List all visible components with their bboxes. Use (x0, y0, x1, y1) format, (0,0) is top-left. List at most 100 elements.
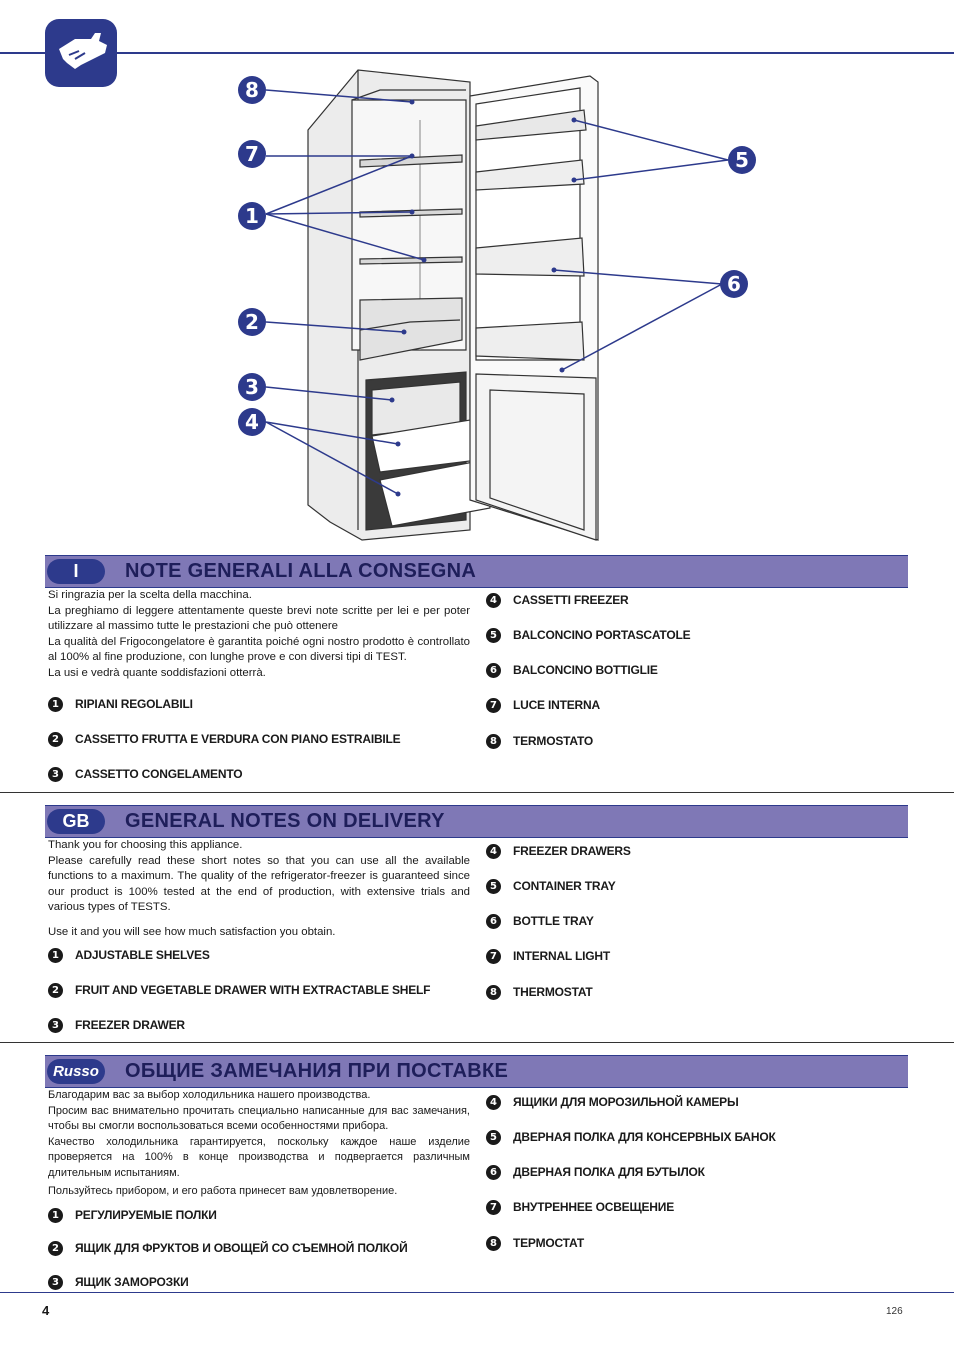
item-label: TERMOSTATO (513, 734, 593, 748)
list-item: 5 BALCONCINO PORTASCATOLE (486, 626, 691, 644)
list-item: 2 CASSETTO FRUTTA E VERDURA CON PIANO EST… (48, 730, 401, 748)
item-number: 1 (48, 1207, 63, 1223)
list-item: 4 ЯЩИКИ ДЛЯ МОРОЗИЛЬНОЙ КАМЕРЫ (486, 1093, 739, 1111)
callout-2: 2 (238, 308, 266, 336)
item-number: 1 (48, 696, 63, 712)
intro-line: Просим вас внимательно прочитать специал… (48, 1104, 470, 1133)
item-label: ТЕРМОСТАТ (513, 1236, 585, 1250)
item-label: ЯЩИКИ ДЛЯ МОРОЗИЛЬНОЙ КАМЕРЫ (513, 1095, 739, 1109)
header-rule (0, 52, 954, 54)
list-item: 7 INTERNAL LIGHT (486, 947, 610, 965)
section-intro: Thank you for choosing this appliance. P… (48, 838, 470, 940)
intro-line: La preghiamo di leggere attentamente que… (48, 604, 470, 633)
item-label: BALCONCINO PORTASCATOLE (513, 628, 691, 642)
section-title: ОБЩИЕ ЗАМЕЧАНИЯ ПРИ ПОСТАВКЕ (125, 1060, 509, 1082)
item-number: 8 (486, 1235, 501, 1251)
item-number: 3 (48, 1274, 63, 1290)
item-number: 2 (48, 731, 63, 747)
item-number: 7 (486, 1199, 501, 1215)
item-number: 3 (48, 1017, 63, 1033)
section-header-italian: I NOTE GENERALI ALLA CONSEGNA (45, 555, 908, 588)
item-label: CONTAINER TRAY (513, 879, 616, 893)
item-number: 6 (486, 1164, 501, 1180)
list-item: 6 ДВЕРНАЯ ПОЛКА ДЛЯ БУТЫЛОК (486, 1163, 705, 1181)
item-number: 5 (486, 1129, 501, 1145)
language-badge: I (47, 559, 105, 584)
section-header-russian: Russo ОБЩИЕ ЗАМЕЧАНИЯ ПРИ ПОСТАВКЕ (45, 1055, 908, 1088)
section-divider (0, 1042, 954, 1043)
list-item: 7 LUCE INTERNA (486, 696, 600, 714)
item-number: 4 (486, 843, 501, 859)
list-item: 8 THERMOSTAT (486, 983, 593, 1001)
intro-line: Качество холодильника гарантируется, пос… (48, 1135, 470, 1179)
intro-line: Пользуйтесь прибором, и его работа прине… (48, 1185, 398, 1197)
document-code: 126 (886, 1306, 903, 1317)
list-item: 8 TERMOSTATO (486, 732, 593, 750)
callout-8: 8 (238, 76, 266, 104)
hand-pointer-icon (45, 19, 117, 87)
item-number: 7 (486, 948, 501, 964)
item-label: ДВЕРНАЯ ПОЛКА ДЛЯ БУТЫЛОК (513, 1165, 705, 1179)
item-label: ЯЩИК ДЛЯ ФРУКТОВ И ОВОЩЕЙ СО СЪЕМНОЙ ПОЛ… (75, 1241, 408, 1255)
list-item: 8 ТЕРМОСТАТ (486, 1234, 584, 1252)
intro-line: Use it and you will see how much satisfa… (48, 925, 336, 938)
list-item: 2 ЯЩИК ДЛЯ ФРУКТОВ И ОВОЩЕЙ СО СЪЕМНОЙ ПО… (48, 1239, 408, 1257)
item-number: 5 (486, 627, 501, 643)
item-label: ДВЕРНАЯ ПОЛКА ДЛЯ КОНСЕРВНЫХ БАНОК (513, 1130, 776, 1144)
item-label: ВНУТРЕННЕЕ ОСВЕЩЕНИЕ (513, 1200, 675, 1214)
item-label: LUCE INTERNA (513, 698, 600, 712)
intro-line: Thank you for choosing this appliance. (48, 839, 243, 851)
intro-line: Благодарим вас за выбор холодильника наш… (48, 1089, 371, 1101)
item-label: THERMOSTAT (513, 985, 593, 999)
item-label: ADJUSTABLE SHELVES (75, 948, 210, 962)
item-number: 1 (48, 947, 63, 963)
list-item: 1 RIPIANI REGOLABILI (48, 695, 193, 713)
item-number: 4 (486, 1094, 501, 1110)
callout-7: 7 (238, 140, 266, 168)
item-label: FRUIT AND VEGETABLE DRAWER WITH EXTRACTA… (75, 983, 431, 997)
intro-line: La qualità del Frigocongelatore è garant… (48, 635, 470, 664)
item-number: 2 (48, 1240, 63, 1256)
section-title: GENERAL NOTES ON DELIVERY (125, 810, 445, 832)
section-divider (0, 792, 954, 793)
section-title: NOTE GENERALI ALLA CONSEGNA (125, 560, 477, 582)
item-label: RIPIANI REGOLABILI (75, 697, 193, 711)
item-label: FREEZER DRAWERS (513, 844, 631, 858)
section-intro: Si ringrazia per la scelta della macchin… (48, 588, 470, 681)
item-number: 8 (486, 733, 501, 749)
section-header-english: GB GENERAL NOTES ON DELIVERY (45, 805, 908, 838)
item-number: 8 (486, 984, 501, 1000)
item-number: 7 (486, 697, 501, 713)
page-number: 4 (42, 1303, 50, 1318)
intro-line: Please carefully read these short notes … (48, 854, 470, 914)
item-label: BALCONCINO BOTTIGLIE (513, 663, 658, 677)
list-item: 1 ADJUSTABLE SHELVES (48, 946, 210, 964)
list-item: 3 ЯЩИК ЗАМОРОЗКИ (48, 1273, 189, 1291)
language-badge: Russo (47, 1059, 105, 1084)
item-label: ЯЩИК ЗАМОРОЗКИ (75, 1275, 189, 1289)
list-item: 5 CONTAINER TRAY (486, 877, 616, 895)
callout-4: 4 (238, 408, 266, 436)
footer-rule (0, 1292, 954, 1293)
item-number: 5 (486, 878, 501, 894)
callout-3: 3 (238, 373, 266, 401)
section-intro: Благодарим вас за выбор холодильника наш… (48, 1088, 470, 1200)
item-number: 3 (48, 766, 63, 782)
intro-line: Si ringrazia per la scelta della macchin… (48, 589, 252, 601)
item-label: INTERNAL LIGHT (513, 949, 610, 963)
list-item: 5 ДВЕРНАЯ ПОЛКА ДЛЯ КОНСЕРВНЫХ БАНОК (486, 1128, 776, 1146)
callout-6: 6 (720, 270, 748, 298)
item-label: BOTTLE TRAY (513, 914, 594, 928)
callout-1: 1 (238, 202, 266, 230)
intro-line: La usi e vedrà quante soddisfazioni otte… (48, 666, 266, 679)
item-label: CASSETTI FREEZER (513, 593, 629, 607)
callout-5: 5 (728, 146, 756, 174)
item-label: РЕГУЛИРУЕМЫЕ ПОЛКИ (75, 1208, 217, 1222)
list-item: 7 ВНУТРЕННЕЕ ОСВЕЩЕНИЕ (486, 1198, 674, 1216)
item-label: CASSETTO FRUTTA E VERDURA CON PIANO ESTR… (75, 732, 401, 746)
